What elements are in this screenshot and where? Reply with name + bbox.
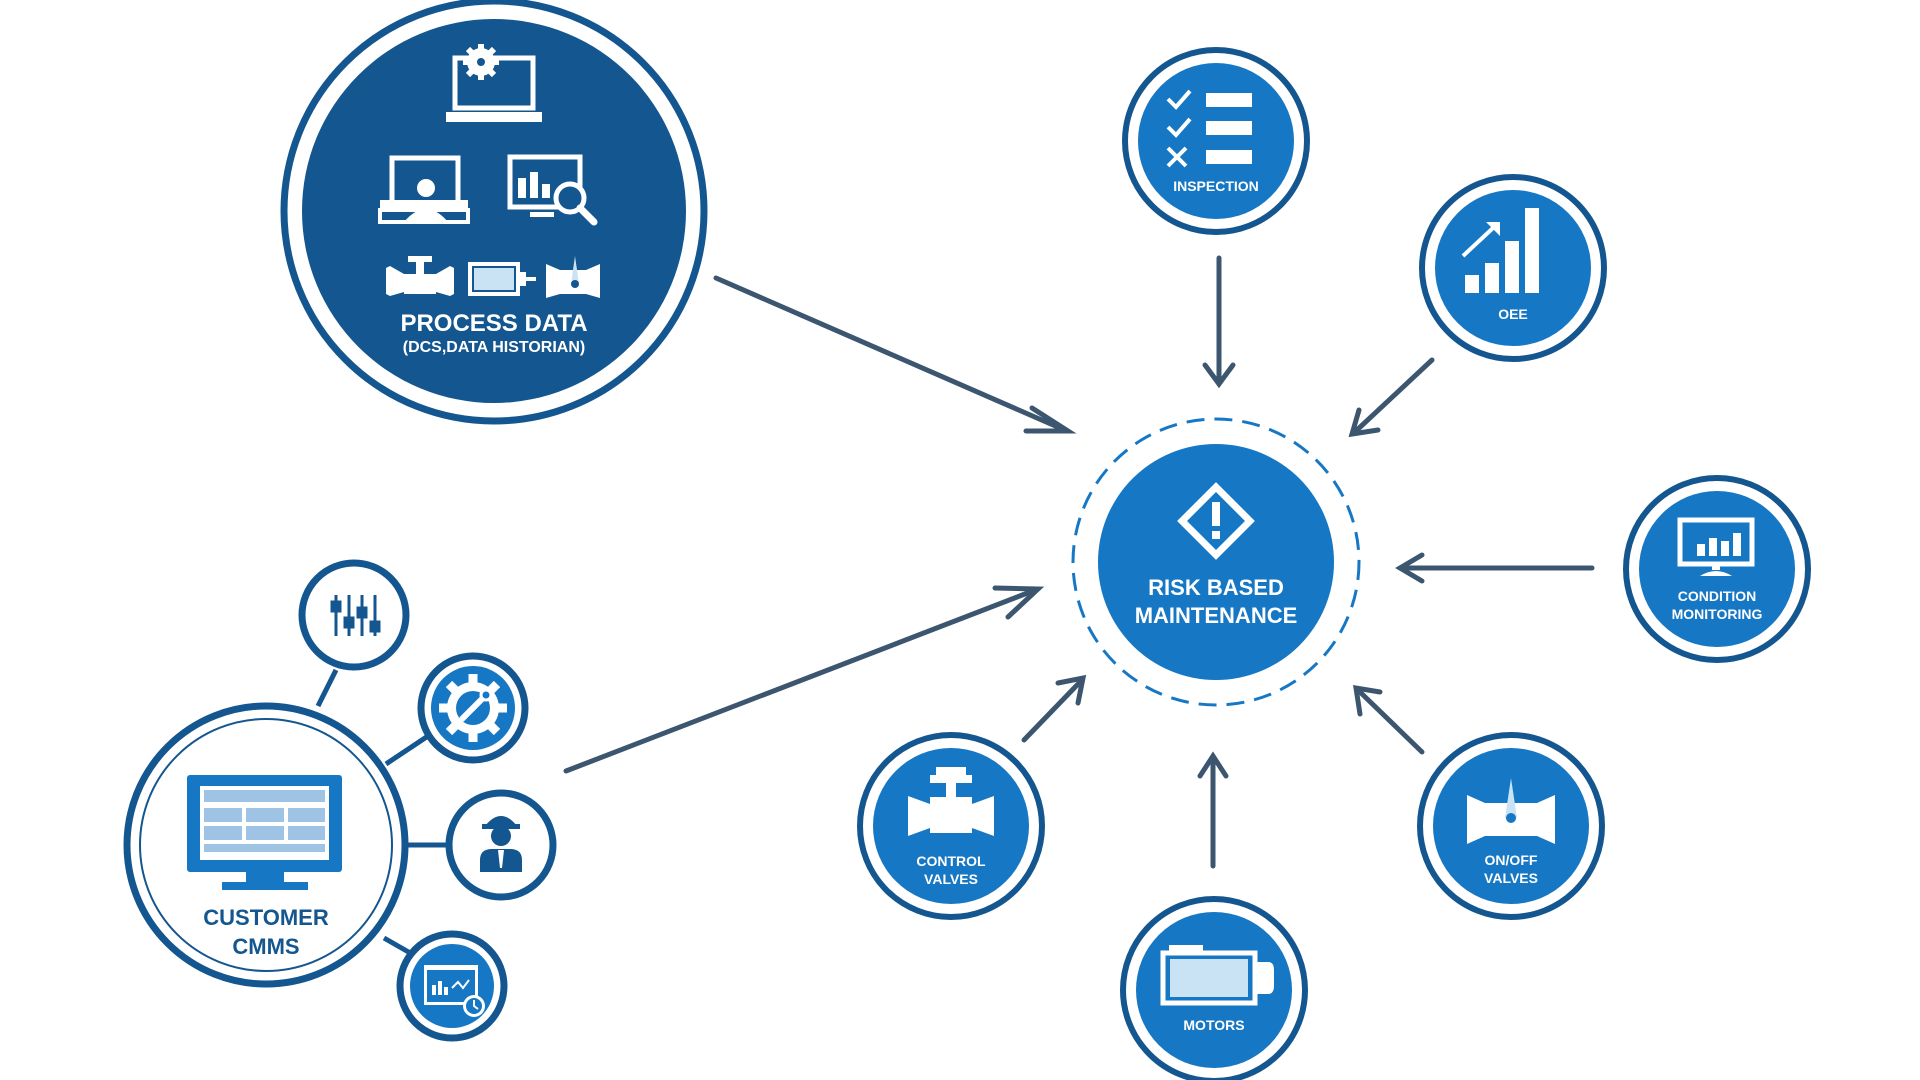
condition-monitoring-node: CONDITION MONITORING bbox=[1623, 475, 1811, 663]
onoff-valves-line2: VALVES bbox=[1484, 870, 1538, 886]
scheduled-report-icon bbox=[424, 965, 485, 1017]
center-hub: RISK BASED MAINTENANCE bbox=[1071, 417, 1361, 707]
connector-arrows bbox=[563, 255, 1595, 869]
control-valves-node: CONTROL VALVES bbox=[857, 732, 1045, 920]
cmms-links bbox=[315, 668, 448, 957]
operator-workstation-icon bbox=[378, 155, 470, 224]
warning-diamond-icon bbox=[1177, 482, 1255, 560]
analytics-monitor-icon bbox=[507, 154, 598, 226]
onoff-valve-icon bbox=[1467, 778, 1555, 844]
arrow-condition-monitoring bbox=[1395, 552, 1595, 584]
onoff-valve-icon bbox=[546, 256, 600, 298]
control-valve-icon bbox=[386, 256, 454, 296]
arrow-inspection bbox=[1202, 255, 1236, 389]
cmms-label-line2: CMMS bbox=[232, 934, 299, 959]
cmms-label-line1: CUSTOMER bbox=[203, 905, 329, 930]
arrow-oee bbox=[1348, 357, 1435, 438]
center-disc bbox=[1098, 444, 1334, 680]
process-data-node: PROCESS DATA (DCS,DATA HISTORIAN) bbox=[280, 0, 708, 425]
condition-monitoring-line2: MONITORING bbox=[1672, 606, 1763, 622]
cmms-main-node: CUSTOMER CMMS bbox=[123, 702, 409, 988]
laptop-gear-icon bbox=[446, 44, 542, 122]
onoff-valves-node: ON/OFF VALVES bbox=[1417, 732, 1605, 920]
cmms-satellite-gear-wrench bbox=[417, 652, 529, 764]
process-data-title: PROCESS DATA bbox=[400, 310, 587, 337]
growth-bars-icon bbox=[1461, 208, 1539, 293]
control-valves-line1: CONTROL bbox=[916, 853, 986, 869]
center-label-line2: MAINTENANCE bbox=[1135, 603, 1298, 628]
inspection-label: INSPECTION bbox=[1173, 178, 1259, 194]
oee-label: OEE bbox=[1498, 306, 1528, 322]
arrow-cmms bbox=[563, 585, 1045, 774]
gear-wrench-icon bbox=[439, 674, 507, 742]
cmms-satellite-sliders bbox=[298, 559, 410, 671]
arrow-motors bbox=[1197, 751, 1229, 869]
oee-node: OEE bbox=[1419, 174, 1607, 362]
center-dashed-ring bbox=[1071, 417, 1361, 707]
process-data-subtitle: (DCS,DATA HISTORIAN) bbox=[403, 339, 586, 356]
motors-node: MOTORS bbox=[1120, 896, 1308, 1080]
motors-label: MOTORS bbox=[1183, 1017, 1244, 1033]
center-label-line1: RISK BASED bbox=[1148, 575, 1284, 600]
sliders-icon bbox=[330, 595, 381, 636]
engineer-icon bbox=[480, 816, 522, 872]
motor-icon bbox=[468, 262, 536, 296]
checklist-icon bbox=[1166, 89, 1252, 168]
inspection-node: INSPECTION bbox=[1122, 47, 1310, 235]
monitor-table-icon bbox=[187, 775, 342, 890]
arrow-process-data bbox=[713, 275, 1077, 434]
onoff-valves-line1: ON/OFF bbox=[1485, 852, 1538, 868]
arrow-onoff-valves bbox=[1353, 684, 1425, 755]
monitor-chart-icon bbox=[1677, 517, 1755, 576]
cmms-satellite-engineer bbox=[445, 789, 557, 901]
cmms-satellite-report bbox=[396, 930, 508, 1042]
arrow-control-valves bbox=[1021, 674, 1087, 743]
control-valve-icon bbox=[908, 767, 994, 836]
cmms-cluster: CUSTOMER CMMS bbox=[123, 559, 557, 1042]
control-valves-line2: VALVES bbox=[924, 871, 978, 887]
condition-monitoring-line1: CONDITION bbox=[1678, 588, 1757, 604]
motor-icon bbox=[1160, 945, 1274, 1006]
